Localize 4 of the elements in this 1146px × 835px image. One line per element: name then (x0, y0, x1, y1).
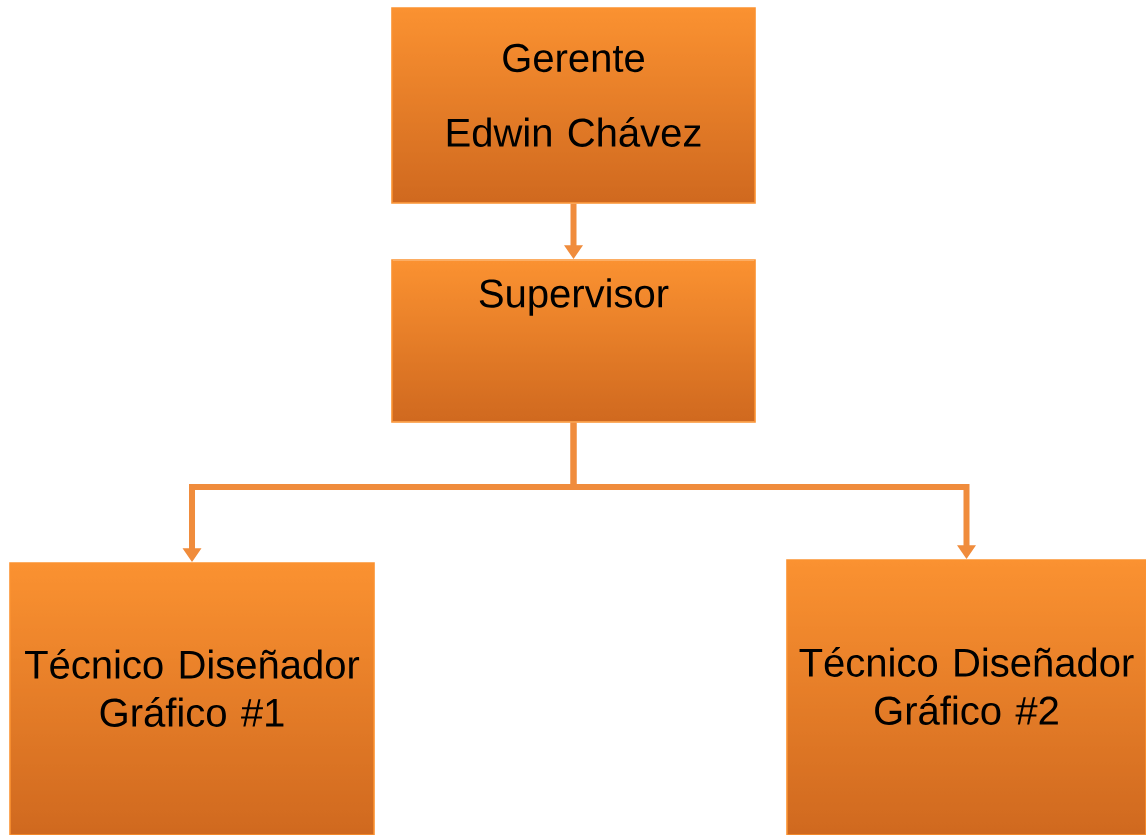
org-box: Técnico Diseñador Gráfico #2 (786, 559, 1146, 835)
org-box: Técnico Diseñador Gráfico #1 (9, 562, 375, 835)
org-box: Gerente Edwin Chávez (391, 7, 756, 204)
org-box: Supervisor (391, 259, 756, 423)
